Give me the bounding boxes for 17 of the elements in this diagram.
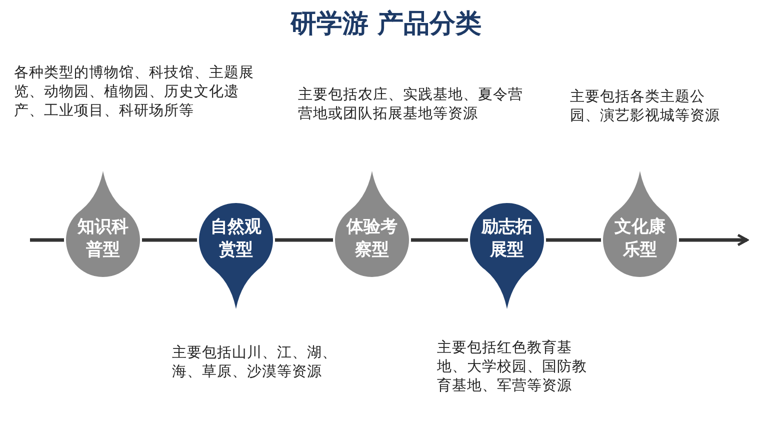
timeline-line (545, 238, 602, 242)
timeline-line (141, 238, 198, 242)
description-text: 主要包括山川、江、湖、海、草原、沙漠等资源 (172, 344, 338, 382)
timeline-line (410, 238, 469, 242)
category-label: 体验考察型 (345, 216, 398, 262)
category-label: 励志拓展型 (480, 216, 534, 262)
description-text: 主要包括各类主题公园、演艺影视城等资源 (570, 88, 720, 126)
description-text: 主要包括红色教育基地、大学校园、国防教育基地、军营等资源 (437, 339, 588, 396)
diagram-title: 研学游 产品分类 (289, 8, 483, 41)
timeline-arrow (678, 234, 748, 246)
category-label: 自然观赏型 (210, 216, 262, 262)
category-label: 知识科普型 (76, 216, 130, 262)
description-text: 主要包括农庄、实践基地、夏令营营地或团队拓展基地等资源 (298, 86, 524, 124)
timeline-line (274, 238, 334, 242)
category-label: 文化康乐型 (614, 216, 666, 262)
timeline-line (30, 238, 65, 242)
description-text: 各种类型的博物馆、科技馆、主题展览、动物园、植物园、历史文化遗产、工业项目、科研场所等 (14, 64, 255, 121)
